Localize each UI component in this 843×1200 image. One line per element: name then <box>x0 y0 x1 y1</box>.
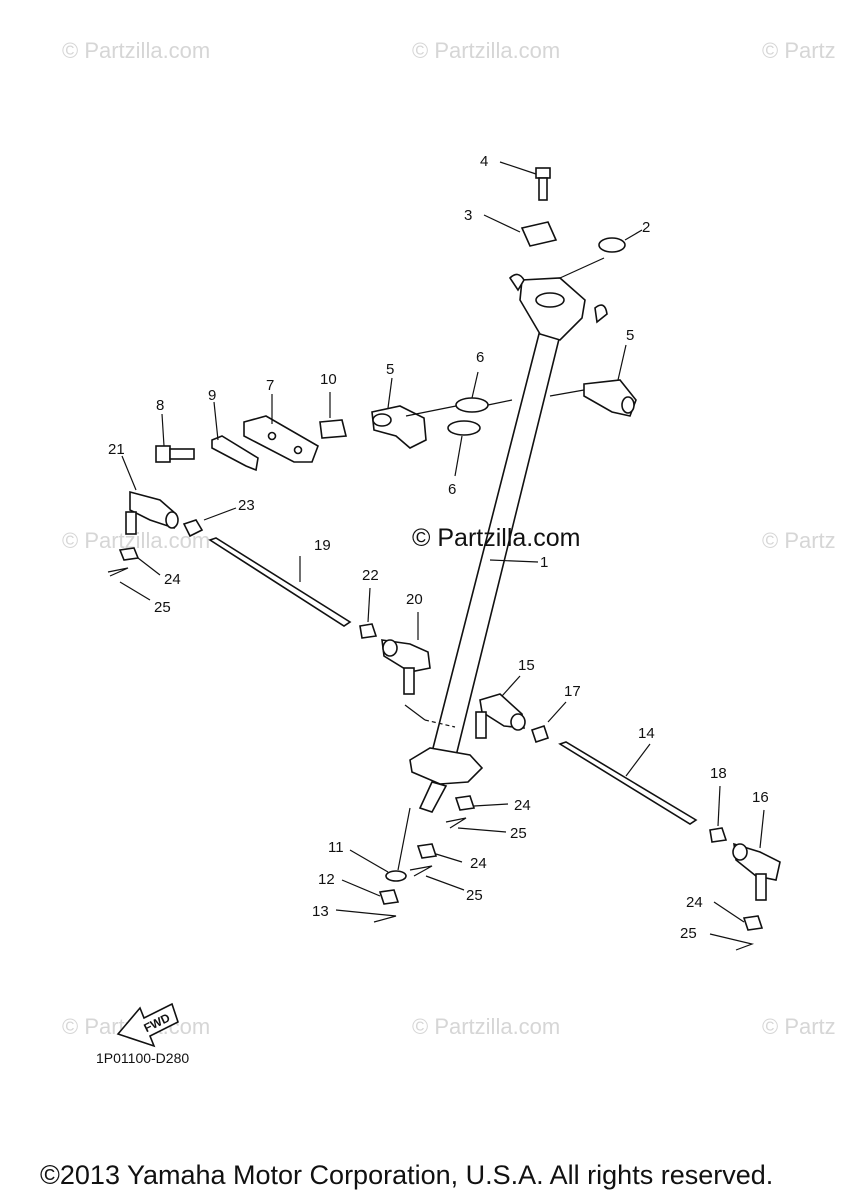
part-20-tie-rod-end[interactable] <box>381 612 431 695</box>
diagram-code: 1P01100-D280 <box>96 1050 190 1066</box>
part-25-cotter-right[interactable] <box>709 933 755 951</box>
callout-24-right: 24 <box>686 894 703 911</box>
callout-7: 7 <box>266 377 274 394</box>
watermark-bottom-right: © Partz <box>762 1014 836 1039</box>
watermark-bottom-center: © Partzilla.com <box>412 1014 561 1039</box>
callout-11: 11 <box>328 839 344 856</box>
part-5-arm-left[interactable] <box>371 377 457 449</box>
part-9-lock-washer[interactable] <box>211 401 259 472</box>
callout-19: 19 <box>314 537 331 554</box>
watermark-top-left: © Partzilla.com <box>62 38 211 63</box>
part-3-holder[interactable] <box>483 214 558 247</box>
callout-3: 3 <box>464 207 472 224</box>
callout-13: 13 <box>312 903 329 920</box>
part-16-tie-rod-end[interactable] <box>732 809 781 901</box>
part-14-tie-rod[interactable] <box>558 741 698 825</box>
callout-5-left: 5 <box>386 361 394 378</box>
part-24-nut-center-upper[interactable] <box>454 795 509 811</box>
part-7-plate[interactable] <box>243 394 319 463</box>
callout-1: 1 <box>540 554 548 571</box>
part-17-nut[interactable] <box>530 701 567 744</box>
callout-8: 8 <box>156 397 164 414</box>
callout-4: 4 <box>480 153 488 170</box>
callout-6-upper: 6 <box>476 349 484 366</box>
callout-22: 22 <box>362 567 379 584</box>
callout-15: 15 <box>518 657 535 674</box>
callout-12: 12 <box>318 871 335 888</box>
watermark-top-center: © Partzilla.com <box>412 38 561 63</box>
callout-18: 18 <box>710 765 727 782</box>
part-5-collar-right[interactable] <box>549 344 637 417</box>
part-11-washer[interactable] <box>349 807 411 882</box>
part-12-nut[interactable] <box>341 879 400 905</box>
callout-10: 10 <box>320 371 337 388</box>
copyright-notice: ©2013 Yamaha Motor Corporation, U.S.A. A… <box>40 1160 774 1190</box>
center-watermark: © Partzilla.com <box>412 524 581 552</box>
part-24-nut-right[interactable] <box>713 901 764 931</box>
part-24-nut-left[interactable] <box>118 547 161 576</box>
part-25-cotter-left[interactable] <box>107 567 151 601</box>
callout-2: 2 <box>642 219 650 236</box>
part-6-snap-rings[interactable] <box>447 371 513 477</box>
part-25-cotter-center-lower[interactable] <box>409 865 465 891</box>
watermark-top-right: © Partz <box>762 38 836 63</box>
callout-20: 20 <box>406 591 423 608</box>
callout-16: 16 <box>752 789 769 806</box>
callout-24-left: 24 <box>164 571 181 588</box>
callout-23: 23 <box>238 497 255 514</box>
part-24-nut-center-lower[interactable] <box>416 843 463 863</box>
callout-25-center-lower: 25 <box>466 887 483 904</box>
part-19-tie-rod[interactable] <box>208 537 352 627</box>
callout-25-left: 25 <box>154 599 171 616</box>
part-13-cotter[interactable] <box>335 909 397 923</box>
part-22-nut[interactable] <box>359 587 378 639</box>
callout-6-lower: 6 <box>448 481 456 498</box>
watermark-mid-right: © Partz <box>762 528 836 553</box>
fwd-arrow-icon: FWD <box>116 1002 179 1048</box>
part-4-bolt[interactable] <box>499 161 551 201</box>
callout-21: 21 <box>108 441 125 458</box>
callout-25-center-upper: 25 <box>510 825 527 842</box>
callout-24-center-lower: 24 <box>470 855 487 872</box>
part-23-nut[interactable] <box>182 507 237 538</box>
part-2-cap[interactable] <box>559 229 643 279</box>
steering-shaft[interactable] <box>404 273 608 813</box>
callout-25-right: 25 <box>680 925 697 942</box>
part-15-tie-rod-end[interactable] <box>475 675 526 739</box>
callout-14: 14 <box>638 725 655 742</box>
part-21-tie-rod-end[interactable] <box>121 455 179 535</box>
part-18-nut[interactable] <box>709 785 728 843</box>
callout-labels: 1 2 3 4 5 5 6 6 7 8 9 10 11 12 13 14 15 … <box>108 153 769 942</box>
callout-24-center-upper: 24 <box>514 797 531 814</box>
part-25-cotter-center-upper[interactable] <box>445 817 507 833</box>
callout-9: 9 <box>208 387 216 404</box>
callout-5-right: 5 <box>626 327 634 344</box>
part-10-bushing[interactable] <box>319 392 348 439</box>
part-8-bolt[interactable] <box>155 413 195 463</box>
callout-17: 17 <box>564 683 581 700</box>
